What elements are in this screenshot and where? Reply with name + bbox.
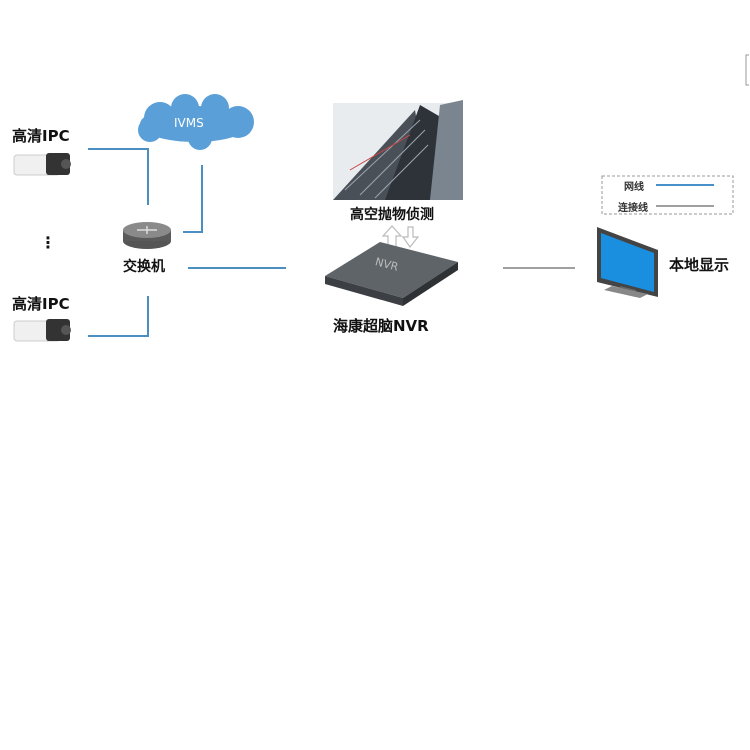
line-ipc-bottom-switch <box>88 296 149 337</box>
display-label: 本地显示 <box>669 256 730 274</box>
switch-icon <box>123 222 171 249</box>
nvr-device-icon <box>325 242 458 306</box>
switch-label: 交换机 <box>123 259 165 275</box>
legend-label-network: 网线 <box>624 182 644 193</box>
network-lines <box>88 148 286 337</box>
edge-bracket <box>745 54 749 86</box>
monitor-icon <box>597 227 658 298</box>
legend-box <box>601 175 734 215</box>
camera-icon-bottom <box>13 319 71 342</box>
ipc-top-label: 高清IPC <box>12 127 70 145</box>
building-image <box>333 100 463 200</box>
bidirectional-arrow-icon <box>381 225 420 249</box>
nvr-label: 海康超脑NVR <box>333 317 429 335</box>
ipc-bottom-label: 高清IPC <box>12 295 70 313</box>
line-ipc-top-switch <box>88 148 149 205</box>
detection-label: 高空抛物侦测 <box>350 207 434 223</box>
ivms-label: IVMS <box>174 116 204 130</box>
cloud-icon <box>138 94 254 150</box>
ellipsis-more-cameras: ⋮ <box>40 233 56 252</box>
camera-icon-top <box>13 153 71 176</box>
line-ivms-switch <box>183 165 203 233</box>
legend-label-connect: 连接线 <box>618 203 648 214</box>
